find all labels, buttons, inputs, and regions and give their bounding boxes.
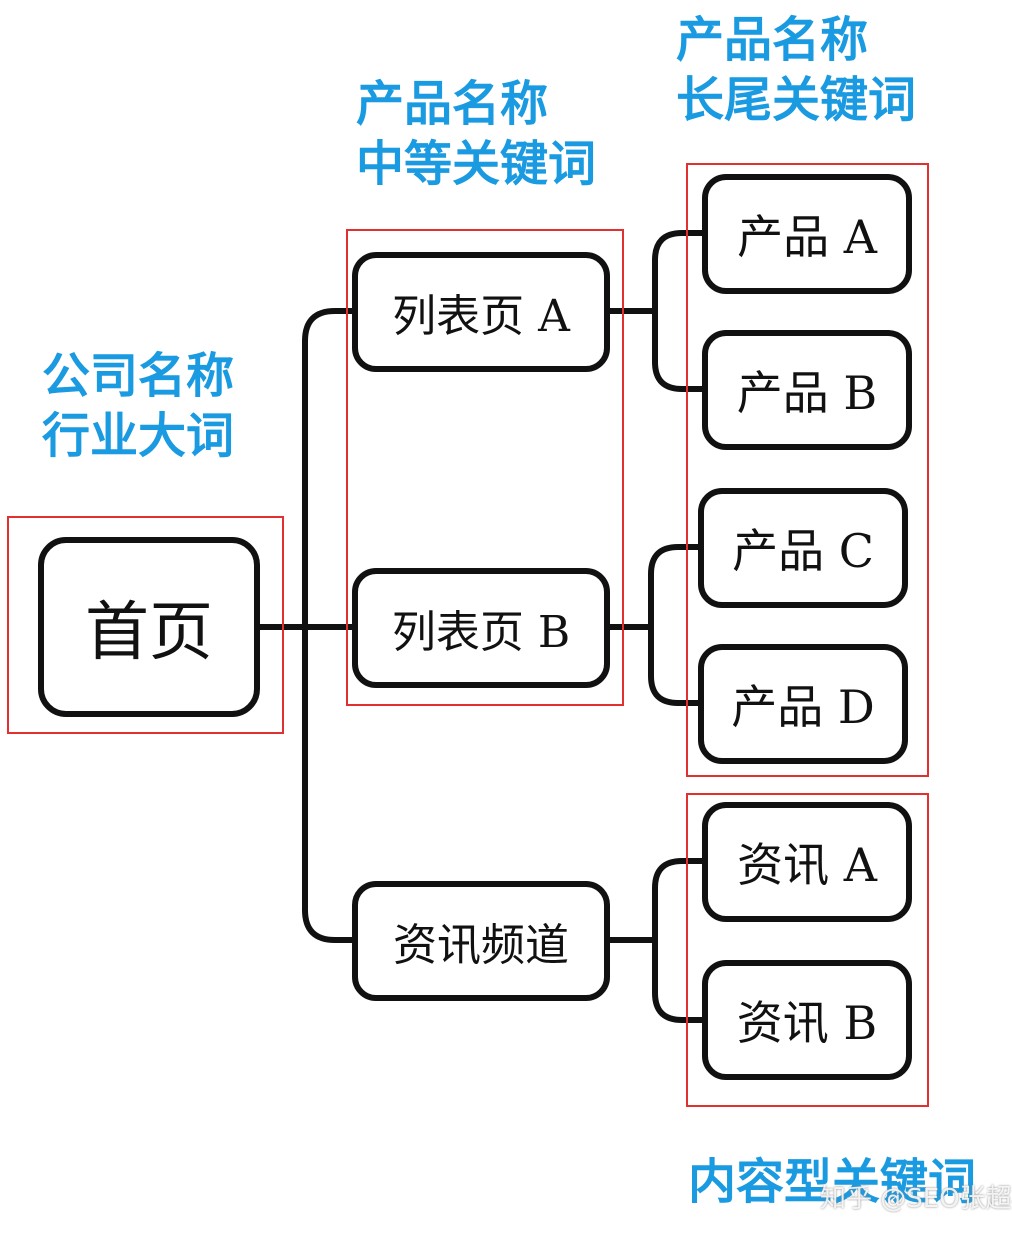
content-keyword-label: 内容型关键词 xyxy=(688,1152,976,1212)
longtail-keyword-label: 产品名称 长尾关键词 xyxy=(676,10,916,130)
news-a-node: 资讯 A xyxy=(702,802,912,922)
product-d-node: 产品 D xyxy=(698,644,908,764)
news-frame xyxy=(686,793,929,1107)
product-b-node-label: 产品 B xyxy=(736,366,878,420)
medium-label-line2: 中等关键词 xyxy=(356,136,597,192)
news-channel-node: 资讯频道 xyxy=(352,881,610,1001)
company-keyword-label: 公司名称 行业大词 xyxy=(42,346,234,466)
news-b-node: 资讯 B xyxy=(702,960,912,1080)
news-a-node-label: 资讯 A xyxy=(737,838,877,892)
product-a-node: 产品 A xyxy=(702,174,912,294)
product-a-node-label: 产品 A xyxy=(737,210,877,264)
list-b-node: 列表页 B xyxy=(352,568,610,688)
company-label-line1: 公司名称 xyxy=(42,348,235,404)
product-d-node-label: 产品 D xyxy=(731,680,875,734)
longtail-label-line2: 长尾关键词 xyxy=(676,72,917,128)
news-channel-node-label: 资讯频道 xyxy=(393,920,569,971)
company-label-line2: 行业大词 xyxy=(42,408,235,464)
home-frame xyxy=(7,516,284,734)
list-a-node-label: 列表页 A xyxy=(392,291,570,342)
list-pages-frame xyxy=(346,229,624,706)
home-node: 首页 xyxy=(38,537,260,717)
home-node-label: 首页 xyxy=(85,596,213,670)
products-frame xyxy=(686,163,929,777)
product-c-node-label: 产品 C xyxy=(732,524,874,578)
product-c-node: 产品 C xyxy=(698,488,908,608)
list-b-node-label: 列表页 B xyxy=(391,607,571,658)
news-b-node-label: 资讯 B xyxy=(736,996,878,1050)
longtail-label-line1: 产品名称 xyxy=(676,12,869,68)
product-b-node: 产品 B xyxy=(702,330,912,450)
list-a-node: 列表页 A xyxy=(352,252,610,372)
watermark: 知乎 @SEO张超楠 xyxy=(820,1184,1012,1214)
medium-keyword-label: 产品名称 中等关键词 xyxy=(356,74,596,194)
medium-label-line1: 产品名称 xyxy=(356,76,549,132)
content-label-text: 内容型关键词 xyxy=(688,1154,977,1210)
